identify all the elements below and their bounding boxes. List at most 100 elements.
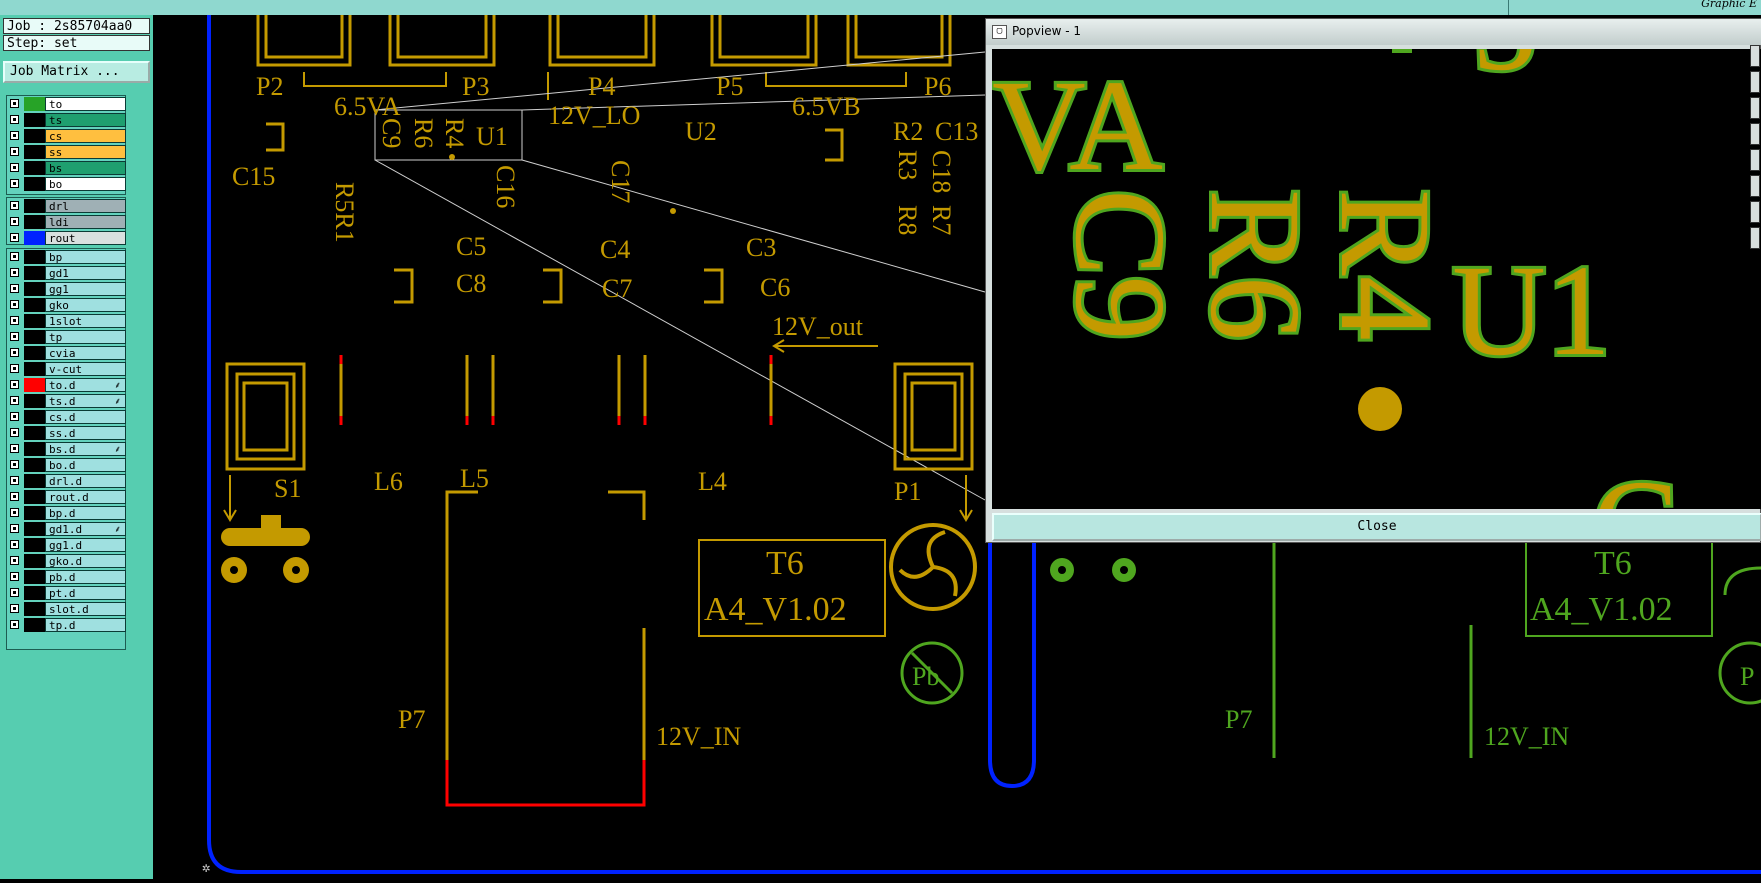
layer-row-pt-d[interactable]: pt.d [7,585,126,601]
layer-row-ts[interactable]: ts [7,112,126,128]
layer-name-label[interactable]: gd1 [45,266,126,280]
layer-name-label[interactable]: pt.d [45,586,126,600]
layer-row-to-d[interactable]: to.d⸙ [7,377,126,393]
layer-name-label[interactable]: ss.d [45,426,126,440]
layer-row-bs-d[interactable]: bs.d⸙ [7,441,126,457]
layer-color-swatch[interactable] [24,346,45,360]
layer-name-label[interactable]: cvia [45,346,126,360]
layer-visibility-checkbox[interactable] [10,268,19,277]
layer-name-label[interactable]: cs.d [45,410,126,424]
layer-visibility-checkbox[interactable] [10,179,19,188]
layer-color-swatch[interactable] [24,474,45,488]
layer-name-label[interactable]: gg1 [45,282,126,296]
layer-name-label[interactable]: v-cut [45,362,126,376]
layer-name-label[interactable]: ts.d⸙ [45,394,126,408]
layer-name-label[interactable]: bo [45,177,126,191]
layer-color-swatch[interactable] [24,618,45,632]
layer-row-ldi[interactable]: ldi [7,214,126,230]
layer-visibility-checkbox[interactable] [10,147,19,156]
layer-visibility-checkbox[interactable] [10,428,19,437]
layer-visibility-checkbox[interactable] [10,332,19,341]
layer-color-swatch[interactable] [24,586,45,600]
popview-titlebar[interactable]: ▢ Popview - 1 [986,19,1761,45]
layer-row-1slot[interactable]: 1slot [7,313,126,329]
layer-row-ts-d[interactable]: ts.d⸙ [7,393,126,409]
layer-name-label[interactable]: to.d⸙ [45,378,126,392]
layer-row-ss[interactable]: ss [7,144,126,160]
layer-row-drl[interactable]: drl [7,198,126,214]
layer-color-swatch[interactable] [24,161,45,175]
layer-color-swatch[interactable] [24,378,45,392]
layer-visibility-checkbox[interactable] [10,316,19,325]
layer-visibility-checkbox[interactable] [10,604,19,613]
layer-name-label[interactable]: bo.d [45,458,126,472]
layer-color-swatch[interactable] [24,442,45,456]
layer-visibility-checkbox[interactable] [10,115,19,124]
layer-name-label[interactable]: cs [45,129,126,143]
layer-visibility-checkbox[interactable] [10,524,19,533]
layer-name-label[interactable]: gko [45,298,126,312]
popview-side-tabs[interactable] [1750,45,1760,305]
layer-color-swatch[interactable] [24,199,45,213]
layer-color-swatch[interactable] [24,538,45,552]
layer-visibility-checkbox[interactable] [10,380,19,389]
layer-visibility-checkbox[interactable] [10,201,19,210]
layer-color-swatch[interactable] [24,490,45,504]
layer-visibility-checkbox[interactable] [10,572,19,581]
layer-color-swatch[interactable] [24,113,45,127]
layer-visibility-checkbox[interactable] [10,217,19,226]
layer-visibility-checkbox[interactable] [10,348,19,357]
layer-row-gko-d[interactable]: gko.d [7,553,126,569]
layer-name-label[interactable]: gg1.d [45,538,126,552]
layer-visibility-checkbox[interactable] [10,476,19,485]
layer-visibility-checkbox[interactable] [10,131,19,140]
layer-visibility-checkbox[interactable] [10,364,19,373]
layer-visibility-checkbox[interactable] [10,412,19,421]
layer-row-cvia[interactable]: cvia [7,345,126,361]
layer-name-label[interactable]: drl.d [45,474,126,488]
layer-color-swatch[interactable] [24,554,45,568]
layer-color-swatch[interactable] [24,177,45,191]
layer-visibility-checkbox[interactable] [10,233,19,242]
layer-row-bp[interactable]: bp [7,249,126,265]
layer-row-bo[interactable]: bo [7,176,126,192]
layer-color-swatch[interactable] [24,426,45,440]
layer-visibility-checkbox[interactable] [10,508,19,517]
layer-visibility-checkbox[interactable] [10,556,19,565]
layer-color-swatch[interactable] [24,215,45,229]
layer-name-label[interactable]: bs.d⸙ [45,442,126,456]
layer-row-pb-d[interactable]: pb.d [7,569,126,585]
layer-visibility-checkbox[interactable] [10,588,19,597]
layer-visibility-checkbox[interactable] [10,540,19,549]
layer-name-label[interactable]: bp.d [45,506,126,520]
layer-row-bs[interactable]: bs [7,160,126,176]
layer-color-swatch[interactable] [24,231,45,245]
layer-name-label[interactable]: ts [45,113,126,127]
layer-row-gg1[interactable]: gg1 [7,281,126,297]
layer-color-swatch[interactable] [24,410,45,424]
layer-color-swatch[interactable] [24,570,45,584]
layer-color-swatch[interactable] [24,602,45,616]
layer-color-swatch[interactable] [24,298,45,312]
layer-row-rout-d[interactable]: rout.d [7,489,126,505]
layer-name-label[interactable]: ss [45,145,126,159]
layer-color-swatch[interactable] [24,394,45,408]
layer-color-swatch[interactable] [24,522,45,536]
layer-color-swatch[interactable] [24,458,45,472]
layer-visibility-checkbox[interactable] [10,396,19,405]
layer-name-label[interactable]: slot.d [45,602,126,616]
layer-name-label[interactable]: bp [45,250,126,264]
layer-name-label[interactable]: tp [45,330,126,344]
layer-row-tp[interactable]: tp [7,329,126,345]
layer-row-drl-d[interactable]: drl.d [7,473,126,489]
layer-row-ss-d[interactable]: ss.d [7,425,126,441]
layer-row-v-cut[interactable]: v-cut [7,361,126,377]
layer-row-tp-d[interactable]: tp.d [7,617,126,633]
layer-color-swatch[interactable] [24,129,45,143]
layer-name-label[interactable]: 1slot [45,314,126,328]
layer-row-cs-d[interactable]: cs.d [7,409,126,425]
layer-row-bp-d[interactable]: bp.d [7,505,126,521]
layer-color-swatch[interactable] [24,362,45,376]
layer-name-label[interactable]: rout [45,231,126,245]
layer-row-rout[interactable]: rout [7,230,126,246]
